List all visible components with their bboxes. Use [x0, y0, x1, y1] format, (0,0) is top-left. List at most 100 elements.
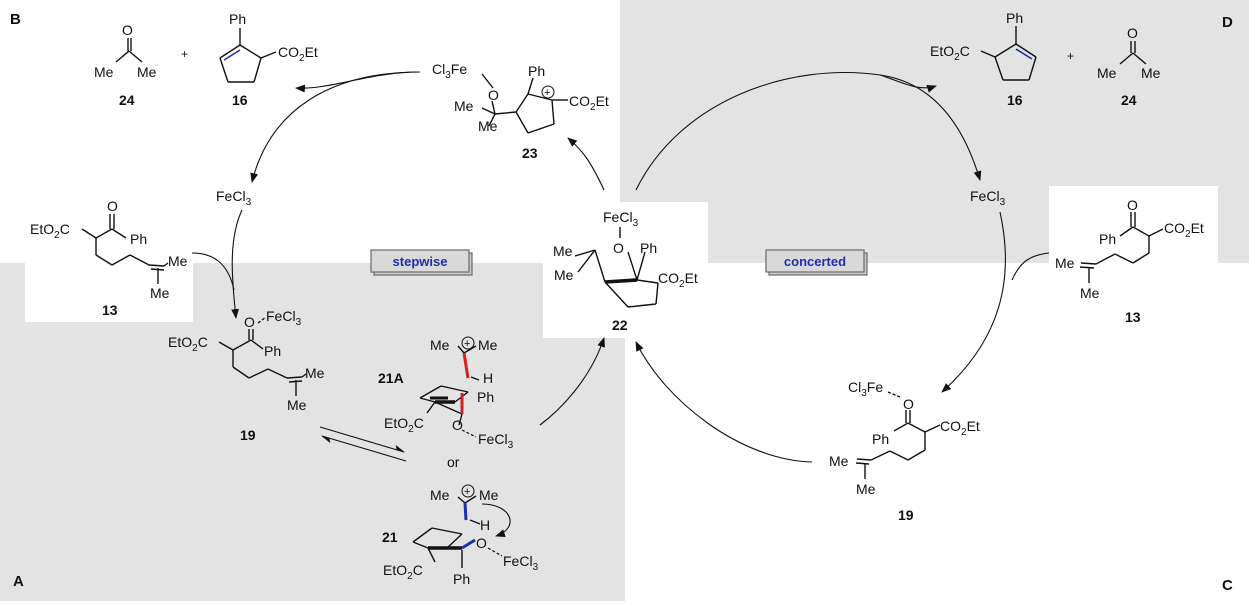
svg-text:CO2Et: CO2Et — [278, 44, 318, 64]
svg-text:Me: Me — [1097, 65, 1117, 81]
svg-text:FeCl3: FeCl3 — [478, 431, 514, 451]
compound-number-24-right: 24 — [1121, 92, 1137, 108]
compound-number-21: 21 — [382, 529, 398, 545]
panel-a-background — [0, 263, 625, 601]
svg-text:O: O — [244, 314, 255, 330]
svg-text:Ph: Ph — [264, 343, 281, 359]
svg-text:O: O — [1127, 25, 1138, 41]
svg-text:Me: Me — [430, 487, 450, 503]
svg-text:EtO2C: EtO2C — [384, 415, 424, 435]
svg-text:Me: Me — [287, 397, 307, 413]
svg-text:Cl3Fe: Cl3Fe — [432, 61, 467, 81]
svg-text:CO2Et: CO2Et — [569, 93, 609, 113]
svg-text:Ph: Ph — [528, 63, 545, 79]
stepwise-label: stepwise — [393, 254, 448, 269]
svg-text:H: H — [483, 370, 493, 386]
svg-text:EtO2C: EtO2C — [30, 221, 70, 241]
compound-number-21A: 21A — [378, 370, 404, 386]
svg-text:Ph: Ph — [229, 11, 246, 27]
structure-cyclopentene-16-right — [980, 26, 1037, 81]
svg-text:FeCl3: FeCl3 — [503, 553, 539, 573]
svg-text:FeCl3: FeCl3 — [603, 209, 639, 229]
plus-sign-left: + — [181, 47, 188, 61]
or-connector: or — [447, 454, 460, 470]
compound-number-19-left: 19 — [240, 427, 256, 443]
svg-text:Me: Me — [430, 337, 450, 353]
structure-ketoester-13-right — [1079, 212, 1164, 283]
structure-oxetane-22 — [574, 227, 659, 308]
svg-text:Ph: Ph — [1006, 10, 1023, 26]
svg-text:EtO2C: EtO2C — [168, 334, 208, 354]
panel-d-background — [620, 0, 1249, 263]
structure-cation-23 — [481, 73, 568, 134]
svg-text:O: O — [452, 417, 463, 433]
svg-text:FeCl3: FeCl3 — [266, 308, 302, 328]
reagent-fecl3-right: FeCl3 — [970, 188, 1006, 208]
compound-number-24-left: 24 — [119, 92, 135, 108]
svg-text:Cl3Fe: Cl3Fe — [848, 379, 883, 399]
panel-label-c: C — [1222, 577, 1233, 594]
svg-text:Ph: Ph — [1099, 231, 1116, 247]
plus-sign-right: + — [1067, 49, 1074, 63]
concerted-label-box: concerted — [765, 249, 868, 276]
svg-text:+: + — [464, 338, 470, 350]
compound-number-16-right: 16 — [1007, 92, 1023, 108]
svg-text:O: O — [903, 396, 914, 412]
svg-text:CO2Et: CO2Et — [940, 418, 980, 438]
structure-complex-19-right — [855, 391, 941, 479]
svg-text:Me: Me — [554, 267, 574, 283]
compound-number-23: 23 — [522, 145, 538, 161]
svg-text:Ph: Ph — [130, 231, 147, 247]
svg-text:Me: Me — [478, 337, 498, 353]
structure-cation-21 — [412, 495, 481, 568]
panel-label-a: A — [13, 573, 24, 590]
svg-text:Me: Me — [94, 64, 114, 80]
structure-acetone-24-right — [1119, 41, 1147, 65]
concerted-arrows — [635, 72, 1050, 463]
structure-cyclopentene-16-left — [219, 28, 277, 83]
stepwise-arrows — [191, 71, 605, 462]
structure-complex-19-left — [218, 316, 307, 396]
reagent-fecl3-left: FeCl3 — [216, 188, 252, 208]
svg-text:Ph: Ph — [640, 240, 657, 256]
svg-text:O: O — [107, 198, 118, 214]
svg-text:O: O — [613, 240, 624, 256]
structure-ketoester-13-left — [81, 214, 169, 284]
svg-text:O: O — [488, 87, 499, 103]
svg-text:+: + — [544, 87, 550, 99]
compound-number-22: 22 — [612, 317, 628, 333]
svg-text:Me: Me — [856, 481, 876, 497]
svg-text:O: O — [1127, 197, 1138, 213]
compound-number-19-right: 19 — [898, 507, 914, 523]
compound-number-13-left: 13 — [102, 302, 118, 318]
svg-text:Me: Me — [168, 253, 188, 269]
panel-label-d: D — [1222, 14, 1233, 31]
svg-text:Me: Me — [150, 285, 170, 301]
panel-label-b: B — [10, 11, 21, 28]
svg-text:Me: Me — [478, 118, 498, 134]
svg-text:CO2Et: CO2Et — [1164, 220, 1204, 240]
concerted-label: concerted — [784, 254, 846, 269]
svg-text:Ph: Ph — [872, 431, 889, 447]
svg-text:Me: Me — [137, 64, 157, 80]
svg-text:Me: Me — [553, 243, 573, 259]
svg-text:CO2Et: CO2Et — [658, 270, 698, 290]
svg-text:O: O — [476, 535, 487, 551]
svg-text:Me: Me — [1141, 65, 1161, 81]
svg-text:H: H — [480, 517, 490, 533]
compound-number-16-left: 16 — [232, 92, 248, 108]
svg-text:Me: Me — [829, 453, 849, 469]
svg-text:Me: Me — [454, 98, 474, 114]
svg-text:Me: Me — [1055, 255, 1075, 271]
svg-text:Me: Me — [479, 487, 499, 503]
svg-text:EtO2C: EtO2C — [930, 43, 970, 63]
svg-text:+: + — [464, 486, 470, 498]
svg-text:Ph: Ph — [453, 571, 470, 587]
stepwise-label-box: stepwise — [370, 249, 473, 276]
structure-acetone-24-left — [115, 38, 143, 63]
svg-text:O: O — [122, 22, 133, 38]
svg-text:Me: Me — [1080, 285, 1100, 301]
svg-text:Ph: Ph — [477, 389, 494, 405]
